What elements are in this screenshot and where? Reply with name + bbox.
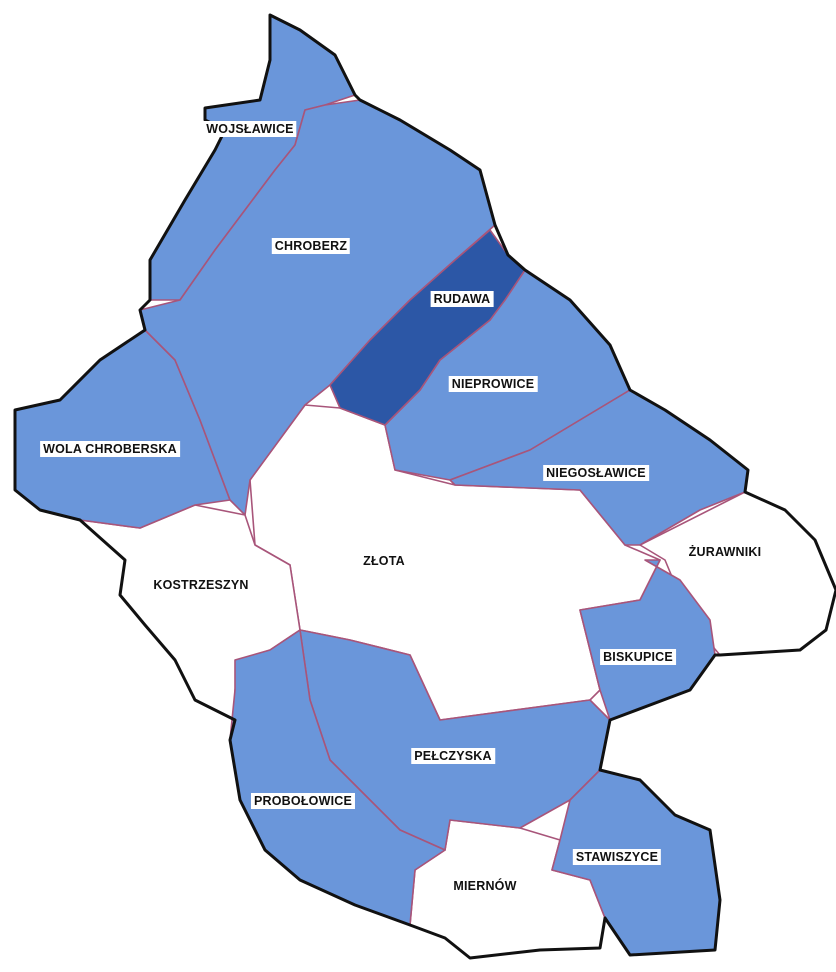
region-rudawa[interactable] — [329, 229, 526, 426]
label-pelczyska: PEŁCZYSKA — [411, 748, 495, 764]
label-wola-chroberska: WOLA CHROBERSKA — [40, 441, 180, 457]
label-wojslawice: WOJSŁAWICE — [203, 121, 297, 137]
label-nieprowice: NIEPROWICE — [448, 376, 538, 392]
label-biskupice: BISKUPICE — [600, 649, 676, 665]
label-niegoslawice: NIEGOSŁAWICE — [543, 465, 649, 481]
commune-boundary — [13, 13, 836, 960]
label-zlota: ZŁOTA — [363, 554, 405, 568]
label-probolowice: PROBOŁOWICE — [250, 793, 356, 809]
label-rudawa: RUDAWA — [430, 291, 494, 307]
label-chroberz: CHROBERZ — [271, 238, 351, 254]
label-kostrzeszyn: KOSTRZESZYN — [153, 578, 249, 592]
label-zurawniki: ŻURAWNIKI — [688, 545, 762, 559]
label-miernow: MIERNÓW — [453, 879, 517, 893]
label-stawiszyce: STAWISZYCE — [572, 849, 662, 865]
